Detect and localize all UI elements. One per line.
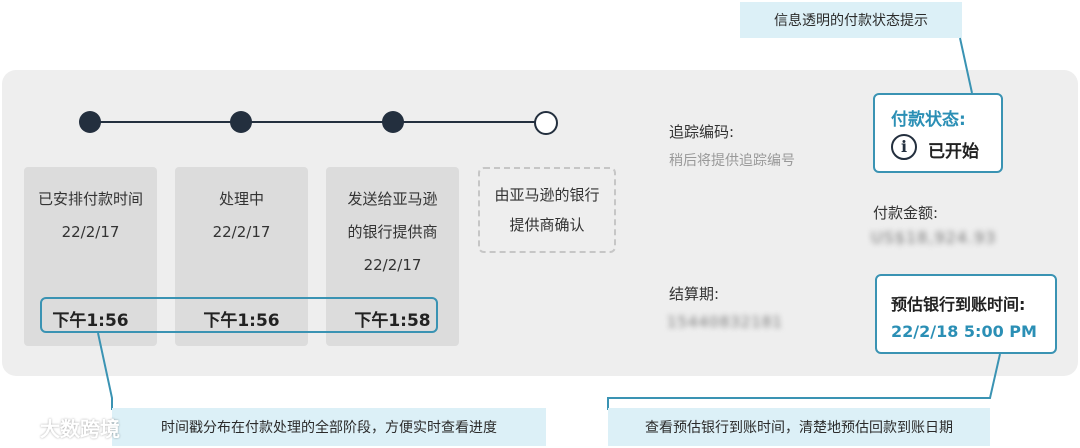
step-2-time: 下午1:56 [203,311,280,331]
callout-status-info: 信息透明的付款状态提示 [740,2,962,38]
step-1-time: 下午1:56 [52,311,129,331]
connector-bottom-left [97,332,113,410]
step-2-date: 22/2/17 [212,223,271,241]
step-3-title-line1: 发送给亚马逊 [347,190,438,208]
step-3-dot [382,111,404,133]
step-1-date: 22/2/17 [61,223,120,241]
progress-track [90,121,546,123]
watermark-logo-icon [8,419,34,442]
estimated-arrival-title: 预估银行到账时间: [891,295,1026,314]
step-4-title-line2: 提供商确认 [509,216,585,234]
step-3-time: 下午1:58 [354,311,431,331]
watermark-text: 大数跨境 [40,417,120,441]
watermark: 大数跨境 [8,413,120,442]
amount-label: 付款金额: [873,204,939,222]
settlement-label: 结算期: [669,285,720,303]
amount-value: US$18,924.93 [871,228,997,247]
step-4-title-line1: 由亚马逊的银行 [494,186,600,204]
callout-estimated-arrival: 查看预估银行到账时间，清楚地预估回款到账日期 [608,408,990,446]
timestamp-highlight [40,297,438,333]
step-card-bank-confirmed: 由亚马逊的银行 提供商确认 [478,167,616,253]
connector-top [959,37,973,94]
payment-status-title: 付款状态: [891,110,966,130]
settlement-value: 15440832181 [667,313,783,331]
callout-timestamps: 时间戳分布在付款处理的全部阶段，方便实时查看进度 [112,408,546,446]
payment-status-box: 付款状态: i 已开始 [873,93,1003,173]
info-icon: i [891,134,917,160]
estimated-arrival-value: 22/2/18 5:00 PM [891,322,1037,341]
step-2-title: 处理中 [218,190,264,208]
payment-status-value: 已开始 [928,142,979,162]
connector-bottom-right [607,353,1001,410]
step-4-dot [534,111,558,135]
step-2-dot [230,111,252,133]
step-3-title-line2: 的银行提供商 [347,223,438,241]
tracking-label: 追踪编码: [669,123,735,141]
step-card-processing: 处理中 22/2/17 下午1:56 [175,167,308,346]
estimated-arrival-box: 预估银行到账时间: 22/2/18 5:00 PM [875,274,1057,354]
tracking-note: 稍后将提供追踪编号 [669,153,795,169]
step-card-scheduled: 已安排付款时间 22/2/17 下午1:56 [24,167,157,346]
step-1-dot [79,111,101,133]
step-1-title: 已安排付款时间 [37,190,143,208]
step-3-date: 22/2/17 [363,256,422,274]
